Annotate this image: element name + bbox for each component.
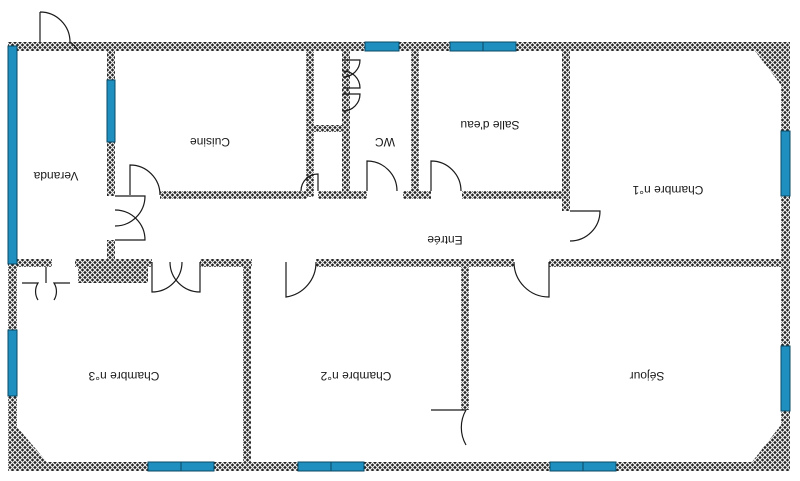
door-closet-left	[22, 282, 40, 301]
corner-bottom-left	[17, 427, 47, 462]
wall-sde-east	[562, 51, 570, 211]
door-veranda-kitchen	[114, 195, 146, 227]
window-bottom-5	[549, 461, 584, 472]
door-sde	[430, 160, 462, 192]
wall-veranda-south	[17, 259, 52, 267]
wall-corridor-south-2	[316, 259, 514, 267]
wall-closet-east	[342, 51, 350, 197]
window-bedroom1-east	[780, 130, 791, 197]
window-kitchen-west	[106, 79, 116, 143]
wall-wc-east	[411, 51, 419, 197]
wall-bedroom3-east	[243, 259, 251, 462]
window-bottom-2	[180, 461, 215, 472]
room-label-chambre-2: Chambre n°2	[320, 369, 391, 383]
door-sejour	[513, 261, 550, 298]
wall-bottom	[8, 462, 790, 471]
room-labels: Veranda Cuisine WC Salle d'eau Chambre n…	[33, 118, 703, 383]
window-bottom-1	[147, 461, 182, 472]
wall-sejour-west	[461, 267, 469, 410]
window-bedroom3-west	[7, 329, 18, 397]
room-label-cuisine: Cuisine	[190, 135, 230, 149]
wall-kitchen-east	[306, 51, 314, 197]
room-label-sejour: Séjour	[630, 369, 665, 383]
wall-closet-mid	[314, 125, 344, 132]
door-closet-left-2	[52, 282, 70, 301]
corner-bottom-right	[752, 425, 781, 462]
door-bedroom2	[285, 261, 317, 298]
door-veranda-exterior-2	[69, 41, 79, 51]
window-sejour-east	[780, 345, 791, 412]
wall-right	[781, 42, 790, 471]
window-top-wc	[364, 41, 400, 52]
wall-corridor-south-3	[549, 259, 781, 267]
door-closet-2	[342, 70, 361, 89]
wall-sde-south-east	[462, 191, 570, 199]
door-closet-3	[342, 93, 361, 112]
room-label-chambre-1: Chambre n°1	[632, 183, 703, 197]
door-bedroom3	[151, 261, 183, 293]
window-bottom-3	[297, 461, 332, 472]
room-label-veranda: Veranda	[33, 169, 78, 183]
wall-corridor-south	[200, 259, 252, 267]
window-top-sde-1	[449, 41, 484, 52]
room-label-salle-deau: Salle d'eau	[460, 118, 519, 132]
door-kitchen	[129, 164, 161, 196]
wall-veranda-east-low	[107, 240, 115, 260]
windows	[7, 41, 791, 472]
wall-closet-block	[78, 265, 148, 283]
corner-top-right	[755, 51, 781, 85]
window-veranda-west	[7, 45, 18, 265]
door-bedroom3-b	[169, 261, 201, 293]
room-label-entree: Entrée	[427, 233, 463, 247]
door-closet-1	[342, 59, 361, 78]
door-veranda-exterior	[39, 11, 71, 43]
window-top-sde-2	[482, 41, 517, 52]
door-wc	[366, 160, 398, 192]
door-wc-closet	[300, 173, 319, 192]
room-label-chambre-3: Chambre n°3	[88, 369, 159, 383]
wall-veranda-south-2	[75, 259, 152, 267]
window-bottom-4	[330, 461, 365, 472]
doors	[22, 11, 601, 446]
door-bedroom2-sejour	[431, 409, 468, 446]
window-bottom-6	[582, 461, 617, 472]
wall-kitchen-south	[160, 191, 307, 199]
room-label-wc: WC	[375, 135, 395, 149]
door-bedroom1	[569, 210, 601, 242]
door-veranda-corridor	[114, 209, 146, 241]
